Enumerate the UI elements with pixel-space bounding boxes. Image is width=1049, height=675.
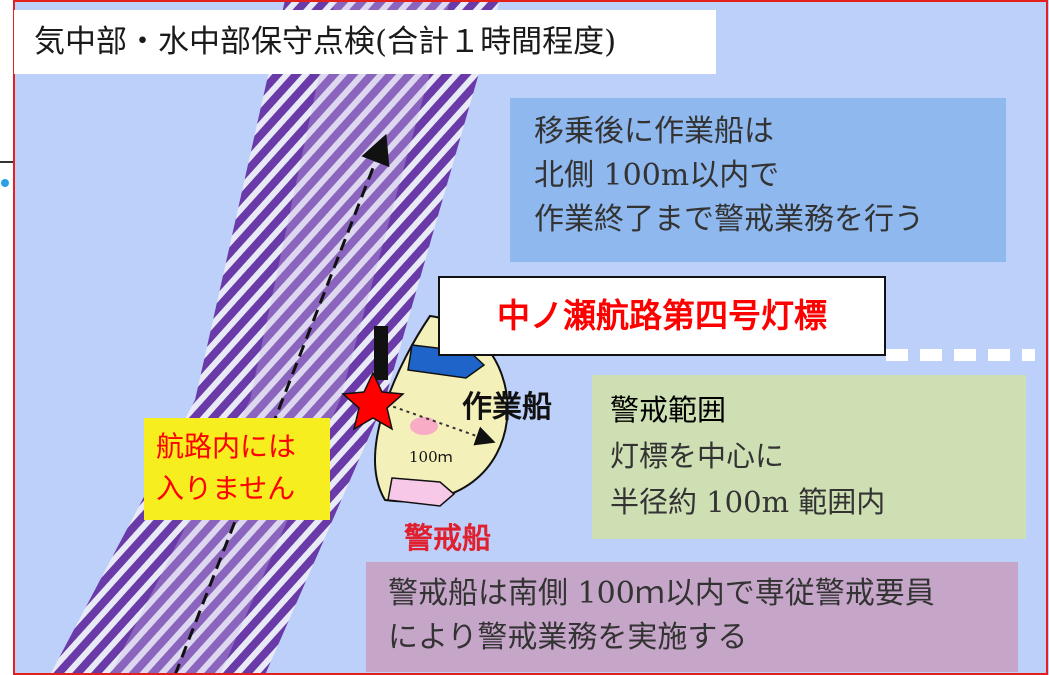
guard-range-line: 灯標を中心に	[610, 439, 785, 473]
beacon-label: 中ノ瀬航路第四号灯標	[438, 276, 886, 356]
shipping-lane-center	[110, 0, 450, 675]
guardboat-note-line: により警戒業務を実施する	[388, 620, 748, 655]
workboat-note-line: 北側 100m以内で	[534, 158, 780, 193]
guard-range-title: 警戒範囲	[610, 393, 727, 427]
edge-dot	[1, 179, 9, 187]
lane-note-line: 入りません	[156, 472, 296, 505]
beacon-pole-icon	[374, 326, 388, 380]
distance-line	[379, 401, 496, 446]
workboat-label: 作業船	[462, 390, 552, 425]
lane-note-line: 航路内には	[156, 430, 297, 463]
lane-note: 航路内には 入りません	[144, 418, 330, 520]
guard-range-box: 警戒範囲 灯標を中心に 半径約 100m 範囲内	[592, 375, 1026, 539]
pink-marker	[410, 417, 438, 435]
page-title: 気中部・水中部保守点検(合計１時間程度)	[14, 10, 716, 74]
guardboat-label: 警戒船	[404, 521, 492, 555]
left-edge-strip	[0, 0, 14, 675]
workboat-note-line: 作業終了まで警戒業務を行う	[534, 202, 924, 237]
guardboat-note: 警戒船は南側 100ｍ以内で専従警戒要員 により警戒業務を実施する	[366, 562, 1018, 672]
workboat-note: 移乗後に作業船は 北側 100m以内で 作業終了まで警戒業務を行う	[510, 98, 1006, 262]
distance-label: 100ｍ	[409, 448, 453, 466]
workboat-note-line: 移乗後に作業船は	[534, 114, 774, 149]
guardboat-icon	[387, 477, 456, 507]
frame-border	[13, 0, 1048, 675]
star-marker-icon	[341, 371, 405, 431]
guardboat-note-line: 警戒船は南側 100ｍ以内で専従警戒要員	[388, 576, 935, 611]
guard-range-line: 半径約 100m 範囲内	[610, 485, 886, 519]
